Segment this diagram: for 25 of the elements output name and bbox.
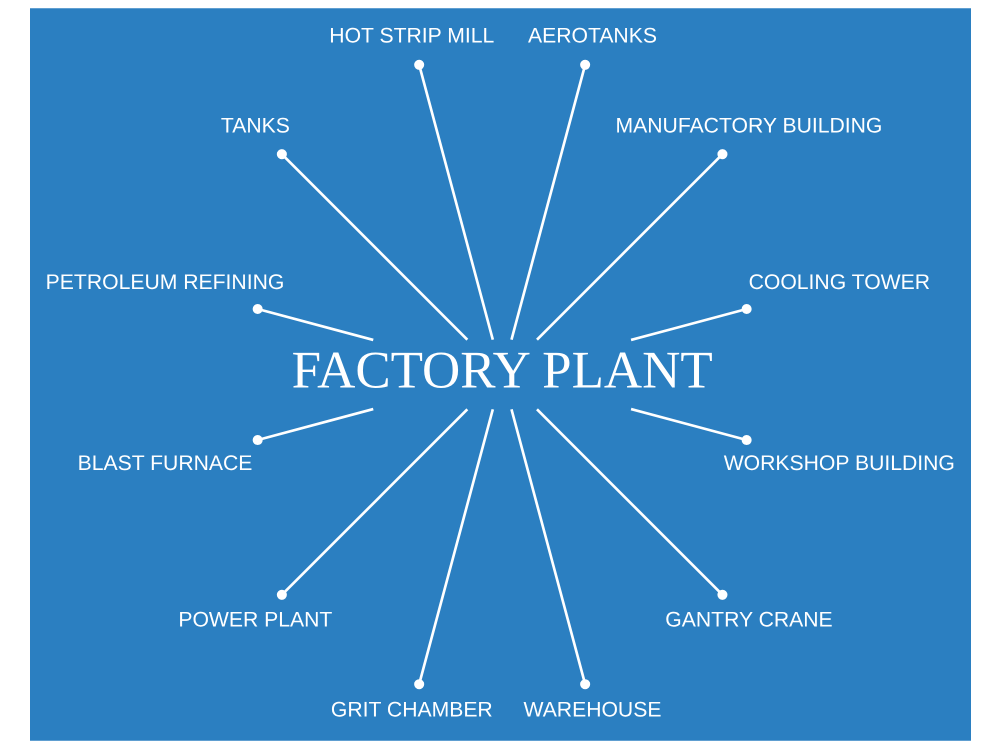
connector (252, 408, 374, 446)
node-text: WORKSHOP BUILDING (723, 452, 954, 475)
connector (510, 408, 590, 690)
connector (536, 149, 727, 341)
node-text: FACTORY PLANT (291, 342, 712, 400)
connector (630, 408, 752, 446)
node-text: WAREHOUSE (523, 698, 661, 722)
connector (536, 408, 727, 600)
connector (276, 149, 468, 341)
node-text: AEROTANKS (528, 24, 656, 48)
connector (510, 60, 590, 340)
node-text: COOLING TOWER (748, 271, 930, 294)
node-text: MANUFACTORY BUILDING (615, 114, 882, 138)
connector (414, 60, 494, 340)
node-text: TANKS (220, 114, 290, 138)
node-text: GRIT CHAMBER (330, 698, 492, 722)
connector (630, 304, 752, 342)
connector (414, 408, 494, 690)
connector (276, 408, 468, 600)
connector (252, 304, 374, 342)
node-text: GANTRY CRANE (664, 608, 832, 632)
node-text: BLAST FURNACE (77, 452, 252, 475)
node-text: PETROLEUM REFINING (45, 271, 284, 294)
node-text: HOT STRIP MILL (328, 24, 494, 48)
node-text: POWER PLANT (178, 608, 332, 632)
